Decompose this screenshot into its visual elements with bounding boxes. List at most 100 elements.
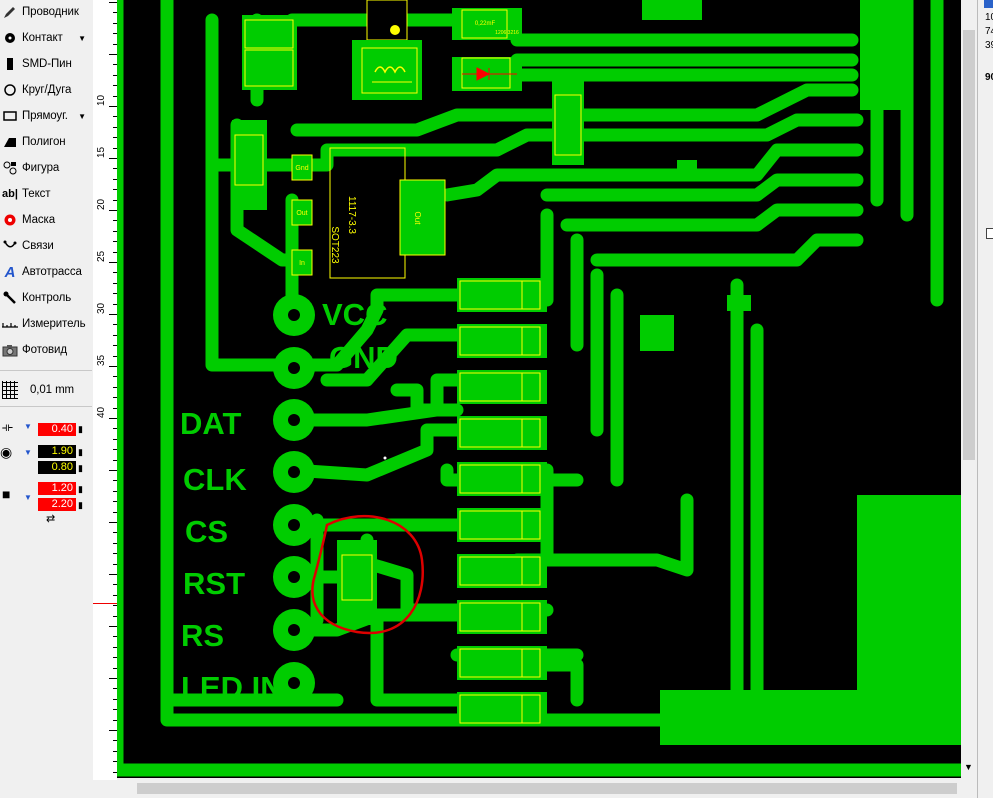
cursor-dot [383,456,387,460]
lock-icon[interactable]: ▮ [78,500,83,510]
tool-label: Текст [22,188,51,200]
tool-label: Маска [22,214,56,226]
tool-measure[interactable]: Измеритель [0,312,92,336]
tool-pad[interactable]: Контакт ▼ [0,26,92,50]
resistor-pad [457,508,547,542]
rectangle-icon [2,108,18,124]
pin-out-label: Out [296,210,307,217]
resistor-outline [459,280,541,310]
connections-icon [2,238,18,254]
resistor-pad [457,370,547,404]
ruler-number: 25 [96,250,107,262]
ruler-tick [113,594,117,596]
tool-label: Связи [22,240,54,252]
chevron-down-icon[interactable]: ▼ [78,33,86,43]
ruler-number: 20 [96,198,107,210]
top-components: 0,22mF 1206 3216 [232,0,584,210]
ruler-tick [109,262,117,263]
pcb-canvas[interactable]: 0,22mF 1206 3216 Gnd Out In Out 1117-3.3… [110,0,968,778]
lock-icon[interactable]: ▮ [78,463,83,473]
tool-smd-pin[interactable]: SMD-Пин [0,52,92,76]
ruler-tick [113,740,117,742]
tool-connections[interactable]: Связи [0,234,92,258]
tool-circle[interactable]: Круг/Дуга [0,78,92,102]
swap-icon[interactable]: ⇄ [46,513,56,525]
ruler-tick [113,698,117,700]
ruler-tick [113,12,117,14]
ruler-tick [109,522,117,523]
ruler-icon [2,316,18,332]
tool-shape[interactable]: Фигура [0,156,92,180]
ruler-tick [113,147,117,149]
tool-autoroute[interactable]: A Автотрасса [0,260,92,284]
ruler-tick [113,220,117,222]
tool-label: SMD-Пин [22,58,72,70]
tool-text[interactable]: ab| Текст [0,182,92,206]
ruler-tick [109,158,117,159]
panel-header [984,0,993,8]
ruler-number: 10 [96,94,107,106]
autoroute-icon: A [4,263,16,281]
resistor-pad [457,462,547,496]
pad-size-icon: ◉ [0,444,13,460]
ruler-tick [113,480,117,482]
ruler-tick [113,22,117,24]
pad-inner-field[interactable]: 0.80 [38,461,76,474]
lock-icon[interactable]: ▮ [78,484,83,494]
ruler-tick [109,314,117,315]
ruler-tick [113,33,117,35]
resistor-pad [457,692,547,726]
ruler-tick [113,74,117,76]
ruler-tick [113,490,117,492]
chevron-down-icon[interactable]: ▼ [24,422,32,431]
label-led-in: LED IN [181,670,283,705]
ruler-tick [113,230,117,232]
tool-mask[interactable]: Маска [0,208,92,232]
resistor-pad [457,278,547,312]
ruler-tick [113,501,117,503]
chevron-down-icon[interactable]: ▼ [24,493,32,502]
shape-icon [2,160,18,176]
tool-label: Контроль [22,292,72,304]
polygon-icon [2,134,18,150]
horizontal-scroll-thumb[interactable] [137,783,957,794]
lock-icon[interactable]: ▮ [78,424,83,434]
copper-tracks [110,0,968,777]
ruler-tick [113,553,117,555]
ruler-tick [113,64,117,66]
ruler-number: 40 [96,406,107,418]
ruler-tick [113,126,117,128]
smd-height-field[interactable]: 2.20 [38,498,76,511]
ruler-tick [113,178,117,180]
ruler-tick [113,386,117,388]
ruler-tick [113,750,117,752]
pad-outer-field[interactable]: 1.90 [38,445,76,458]
vertical-scrollbar[interactable]: ▼ [961,0,977,778]
chevron-down-icon[interactable]: ▼ [24,448,32,457]
ruler-number: 30 [96,302,107,314]
lock-icon[interactable]: ▮ [78,447,83,457]
ruler-tick [113,282,117,284]
panel-value: 90 [985,72,993,83]
tool-check[interactable]: Контроль [0,286,92,310]
pencil-icon [2,4,18,20]
track-width-field[interactable]: 0.40 [38,423,76,436]
tool-track[interactable]: Проводник [0,0,92,24]
chevron-down-icon[interactable]: ▼ [964,762,973,772]
grid-icon [2,381,18,399]
tool-photoview[interactable]: Фотовид [0,338,92,362]
tool-rectangle[interactable]: Прямоуг. ▼ [0,104,92,128]
ruler-tick [109,418,117,419]
resistor-outline [459,418,541,448]
panel-checkbox[interactable] [986,228,993,239]
horizontal-scrollbar[interactable] [117,778,961,798]
smd-width-field[interactable]: 1.20 [38,482,76,495]
grid-step-button[interactable]: 0,01 mm [0,378,92,402]
ruler-tick [113,636,117,638]
tool-label: Проводник [22,6,79,18]
vertical-scroll-thumb[interactable] [963,30,975,460]
ruler-tick [113,646,117,648]
tool-label: Полигон [22,136,66,148]
chevron-down-icon[interactable]: ▼ [78,111,86,121]
tool-polygon[interactable]: Полигон [0,130,92,154]
